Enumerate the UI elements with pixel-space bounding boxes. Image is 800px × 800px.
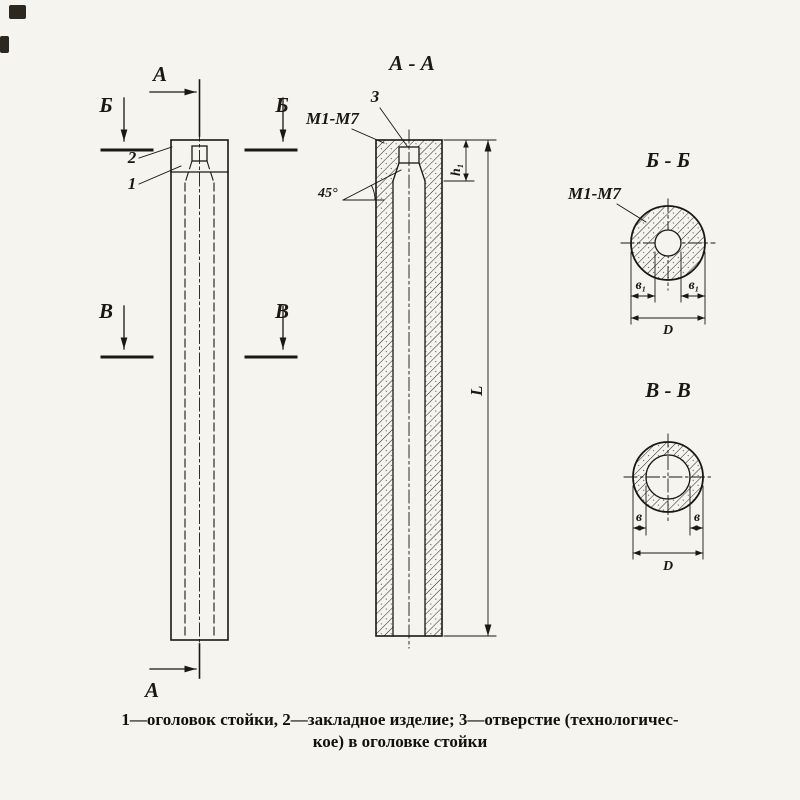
section-aa-chamfer-right bbox=[418, 162, 426, 182]
scan-artifact bbox=[9, 5, 26, 19]
dim-label-b-right: в bbox=[694, 509, 700, 524]
section-bb-title: Б - Б bbox=[645, 148, 690, 172]
dim-label-b-left: в bbox=[636, 509, 642, 524]
bb-hole-circle bbox=[654, 229, 682, 257]
vv-annulus-hatch bbox=[633, 442, 703, 512]
scan-artifact bbox=[0, 36, 9, 53]
caption: 1—оголовок стойки, 2—закладное изделие; … bbox=[121, 710, 678, 751]
embed-leader-bb: М1-М7 bbox=[567, 184, 647, 223]
dim-label-b1-right: в₁ bbox=[689, 277, 700, 292]
section-v-v: В - В в в D bbox=[623, 378, 713, 574]
caption-line-2: кое) в оголовке стойки bbox=[313, 732, 488, 751]
part-leader-2: 2 bbox=[127, 146, 173, 167]
cut-mark-v-right: В bbox=[244, 299, 298, 359]
scan-artifacts bbox=[0, 5, 26, 53]
caption-line-1: 1—оголовок стойки, 2—закладное изделие; … bbox=[121, 710, 678, 729]
part-leader-1: 1 bbox=[128, 165, 182, 193]
cut-mark-b-left: Б bbox=[98, 93, 154, 152]
dimension-b1: в₁ в₁ bbox=[630, 251, 706, 325]
vv-outer-circle bbox=[632, 441, 704, 513]
cut-mark-a-bottom: А bbox=[143, 643, 201, 702]
section-aa-hole bbox=[398, 146, 420, 164]
cut-mark-v-left: В bbox=[98, 299, 154, 359]
cut-label-b-right: Б bbox=[274, 93, 288, 117]
part-leader-3: 3 bbox=[370, 87, 408, 147]
cut-label-b-left: Б bbox=[98, 93, 112, 117]
dim-label-L: L bbox=[467, 386, 486, 397]
part-label-2: 2 bbox=[127, 148, 137, 167]
embed-label-aa: М1-М7 bbox=[305, 109, 360, 128]
cut-label-a-bottom: А bbox=[143, 678, 159, 702]
hidden-chamfer-right bbox=[206, 160, 215, 184]
dim-label-D-vv: D bbox=[662, 559, 673, 574]
cut-mark-b-right: Б bbox=[244, 93, 298, 152]
dim-label-b1-left: в₁ bbox=[636, 277, 647, 292]
dimension-L: L bbox=[443, 139, 497, 637]
section-b-b: Б - Б М1-М7 в₁ в₁ D bbox=[567, 148, 716, 338]
dim-label-D-bb: D bbox=[662, 323, 673, 338]
vv-inner-circle bbox=[645, 454, 691, 500]
dimension-D-vv: D bbox=[632, 550, 704, 574]
cut-label-a-top: А bbox=[151, 62, 167, 86]
dim-label-h1: h₁ bbox=[449, 163, 464, 176]
front-hole-outline bbox=[191, 145, 208, 162]
angle-label: 45° bbox=[317, 186, 338, 201]
section-aa-title: А - А bbox=[387, 51, 435, 75]
dimension-h1: h₁ bbox=[443, 139, 475, 182]
section-vv-title: В - В bbox=[644, 378, 691, 402]
section-a-a: А - А 3 М1-М7 45° bbox=[305, 51, 497, 649]
part-label-1: 1 bbox=[128, 174, 137, 193]
cut-mark-a-top: А bbox=[149, 62, 201, 137]
section-aa-outline bbox=[375, 139, 443, 637]
column-outline bbox=[170, 139, 229, 641]
embed-label-bb: М1-М7 bbox=[567, 184, 622, 203]
section-aa-chamfer-left bbox=[392, 162, 400, 182]
front-view: 2 1 А А Б Б bbox=[98, 62, 298, 702]
embed-leader-aa: М1-М7 bbox=[305, 109, 385, 144]
part-label-3: 3 bbox=[370, 87, 380, 106]
angle-note-45: 45° bbox=[317, 169, 402, 201]
cut-label-v-right: В bbox=[274, 299, 289, 323]
dimension-b: в в bbox=[632, 485, 704, 560]
dimension-D-bb: D bbox=[630, 315, 706, 338]
hidden-chamfer-left bbox=[184, 160, 193, 184]
cut-label-v-left: В bbox=[98, 299, 113, 323]
